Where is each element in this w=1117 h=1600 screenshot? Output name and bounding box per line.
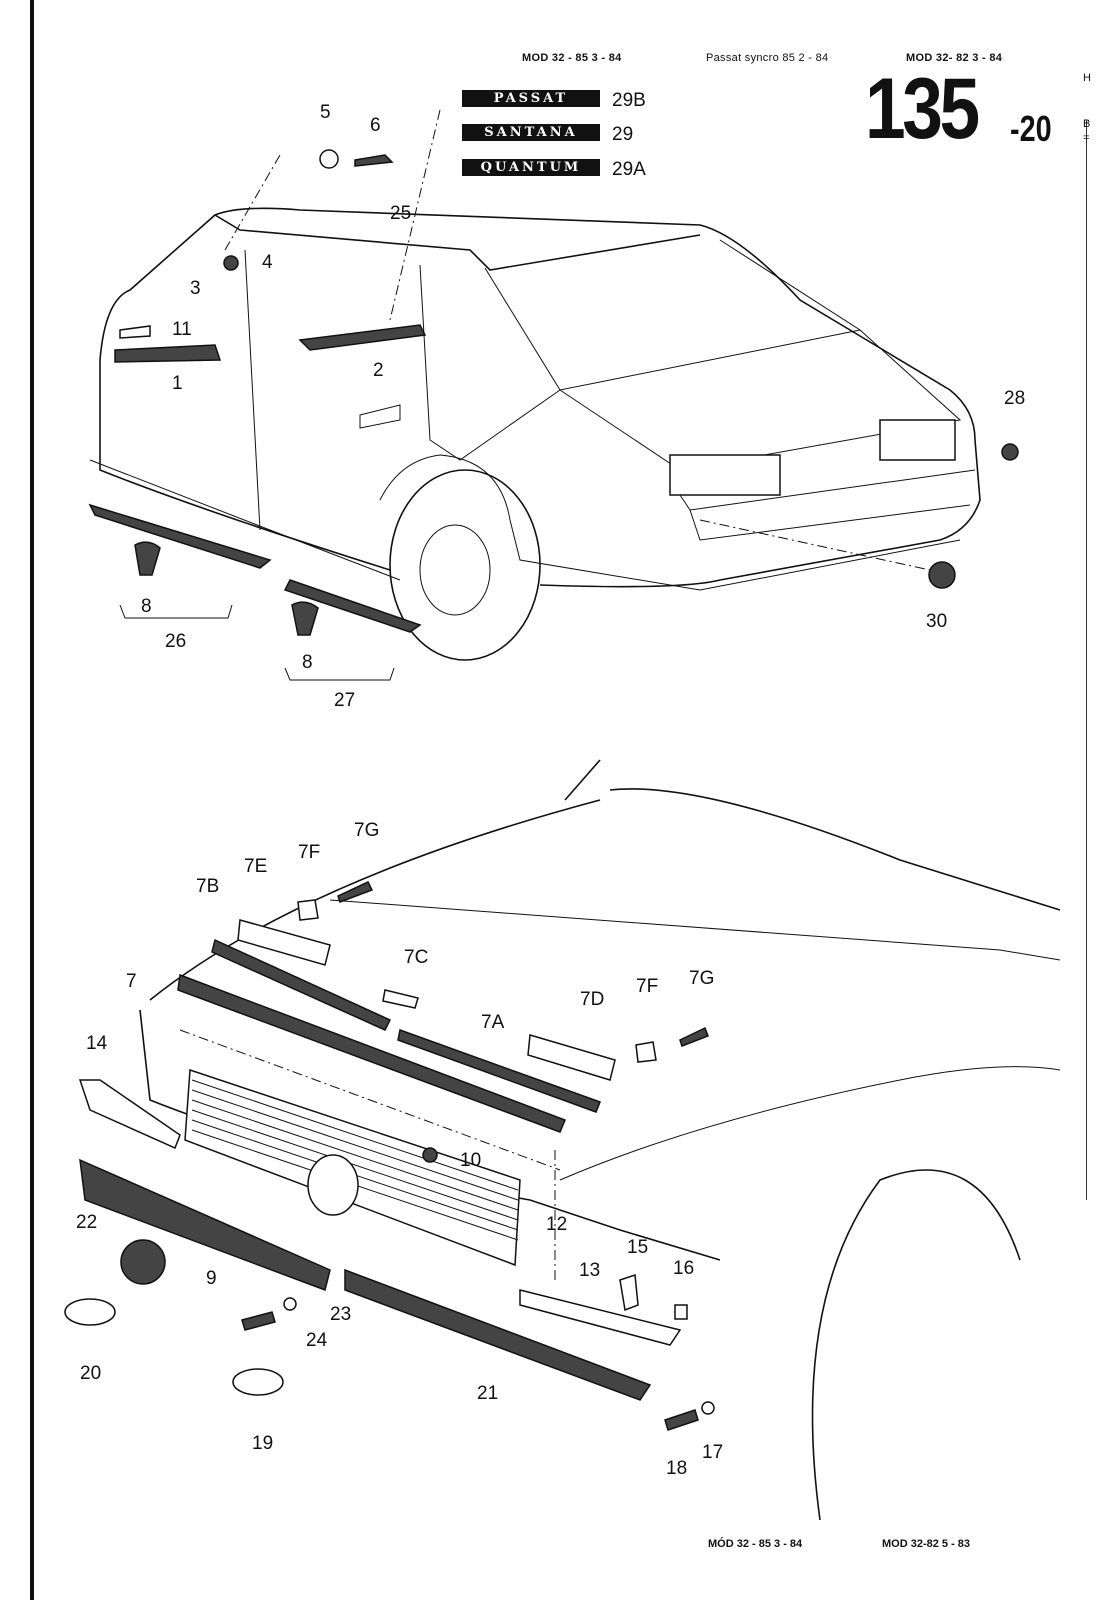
header-model-1: MOD 32 - 85 3 - 84 [522,52,622,64]
callout-29A: 29A [612,159,646,180]
callout: 15 [627,1237,648,1258]
callout-29B: 29B [612,90,646,111]
callout: 22 [76,1212,97,1233]
callout: 19 [252,1433,273,1454]
callout: 7A [481,1012,505,1033]
callout: 4 [262,252,273,273]
callout: 7 [126,971,137,992]
callout: 7G [354,820,379,841]
callout: 7D [580,989,604,1010]
header-model-3: MOD 32- 82 3 - 84 [906,52,1003,64]
page-number: 135 [865,61,980,157]
side-mark-eq: = [1083,132,1090,144]
page-sub-number: -20 [1010,108,1052,149]
callout: 13 [579,1260,600,1281]
emblem-santana: SANTANA [462,124,600,141]
callout: 7C [404,947,428,968]
callout: 24 [306,1330,328,1351]
callout: 12 [546,1214,567,1235]
page-border-left [30,0,34,1600]
callout: 9 [206,1268,217,1289]
callout: 3 [190,278,201,299]
callout: 30 [926,611,947,632]
emblem-callouts: 29B 29 29A [612,90,646,180]
side-mark-b: B [1083,118,1091,130]
footer-model-2: MOD 32-82 5 - 83 [882,1538,971,1550]
header-model-2: Passat syncro 85 2 - 84 [706,52,829,64]
footer-model-1: MÓD 32 - 85 3 - 84 [708,1538,803,1550]
callout: 6 [370,115,381,136]
rear-car-drawing [88,109,1019,681]
callout: 16 [673,1258,694,1279]
callout: 28 [1004,388,1025,409]
callout: 25 [390,203,411,224]
front-car-drawing [64,759,1061,1521]
callout: 2 [373,360,384,381]
side-mark-h: H [1083,72,1091,84]
callout: 7F [298,842,320,863]
callout: 21 [477,1383,498,1404]
callout: 23 [330,1304,351,1325]
emblem-quantum: QUANTUM [462,159,600,176]
callout: 27 [334,690,355,711]
callout: 11 [172,319,192,340]
callout: 5 [320,102,331,123]
callout: 8 [302,652,313,673]
callout: 10 [460,1150,481,1171]
callout: 7F [636,976,658,997]
front-callouts: 7G 7F 7E 7B 7C 7 7A 7D 7F 7G 14 10 22 12… [76,820,723,1479]
callout: 8 [141,596,152,617]
emblem-passat: PASSAT [462,90,600,107]
callout: 20 [80,1363,101,1384]
callout: 7B [196,876,219,897]
callout: 26 [165,631,186,652]
callout: 17 [702,1442,723,1463]
callout-29: 29 [612,124,633,145]
callout: 1 [172,373,183,394]
callout: 14 [86,1033,108,1054]
callout: 7E [244,856,267,877]
page-border-right [1086,120,1087,1200]
callout: 18 [666,1458,687,1479]
callout: 7G [689,968,714,989]
rear-callouts: 5 6 25 4 3 11 1 2 28 30 8 26 8 27 [141,102,1025,711]
